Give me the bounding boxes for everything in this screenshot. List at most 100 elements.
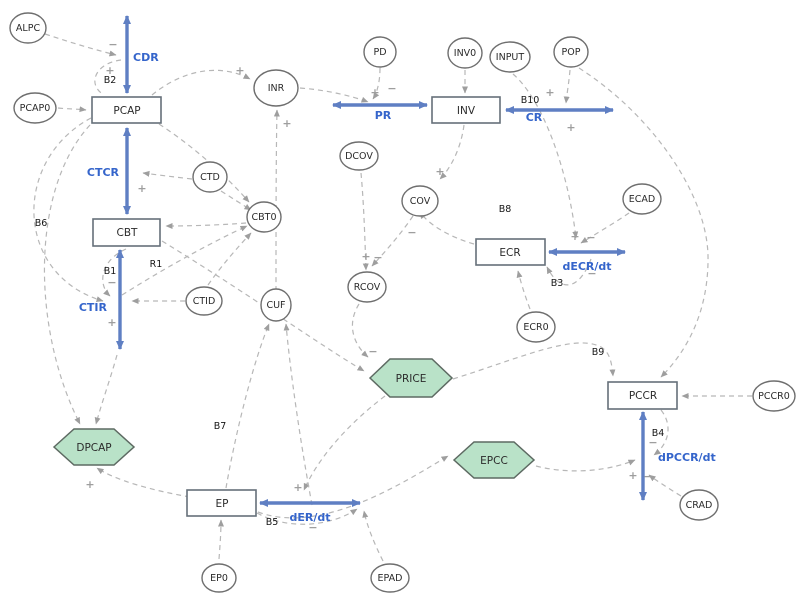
- node-alpc[interactable]: [9, 12, 47, 44]
- link-pd-pr[interactable]: [372, 67, 381, 100]
- link-ep-dpcap[interactable]: [96, 467, 191, 498]
- link-b6-loop-curve[interactable]: [33, 117, 104, 303]
- link-dcov-rcov[interactable]: [360, 172, 369, 271]
- hex-dpcap-label: DPCAP: [76, 442, 111, 454]
- sign-pd-pr: −: [387, 82, 396, 95]
- node-cov[interactable]: [401, 185, 439, 217]
- node-pccr0-label: PCCR0: [758, 391, 790, 402]
- node-pop[interactable]: [553, 36, 589, 68]
- link-pop-pccr[interactable]: [578, 67, 709, 378]
- sign-dpccr-plus: +: [628, 469, 637, 482]
- node-pccr0[interactable]: [752, 380, 796, 412]
- link-b2-loop-curve[interactable]: [94, 59, 122, 96]
- node-cuf[interactable]: [260, 288, 292, 322]
- sign-ctd-ctcr: +: [137, 182, 146, 195]
- link-cov-rcov[interactable]: [371, 215, 414, 267]
- link-ecr0-ecr[interactable]: [516, 270, 531, 310]
- link-cbt0-cbt[interactable]: [165, 222, 247, 229]
- sign-cov-rcov: −: [373, 251, 382, 264]
- node-ctid[interactable]: [185, 286, 223, 316]
- hex-epcc[interactable]: [452, 441, 536, 479]
- node-ecad[interactable]: [622, 183, 662, 215]
- link-b3-loop-curve[interactable]: [546, 258, 592, 286]
- link-inr-pr[interactable]: [299, 87, 369, 103]
- link-ep-epcc[interactable]: [257, 455, 449, 519]
- link-ecad-decr[interactable]: [580, 212, 630, 244]
- node-input-label: INPUT: [496, 52, 525, 63]
- stock-pccr[interactable]: [607, 381, 678, 410]
- link-rcov-price[interactable]: [351, 303, 369, 358]
- link-b5-loop-curve[interactable]: [256, 508, 358, 525]
- sign-pop-cr: +: [566, 121, 575, 134]
- link-epad-der[interactable]: [362, 510, 384, 562]
- node-alpc-label: ALPC: [16, 23, 41, 34]
- flow-cr-label: CR: [526, 111, 543, 124]
- node-crad[interactable]: [679, 489, 719, 521]
- node-ctd[interactable]: [192, 161, 228, 193]
- link-price-pccr[interactable]: [452, 342, 616, 380]
- link-ecr-cov[interactable]: [419, 211, 475, 245]
- node-pd[interactable]: [363, 36, 397, 68]
- link-b4-loop-curve[interactable]: [653, 409, 669, 456]
- flow-dpccr-label: dPCCR/dt: [658, 451, 716, 464]
- link-epcc-dpccr[interactable]: [535, 459, 636, 472]
- sign-ctir-plus: +: [107, 316, 116, 329]
- stock-cbt[interactable]: [92, 218, 161, 247]
- stock-pcap[interactable]: [91, 96, 162, 124]
- node-ep0-label: EP0: [210, 573, 228, 584]
- link-ctir-cbt0[interactable]: [121, 225, 248, 296]
- stock-inv[interactable]: [431, 96, 501, 124]
- link-ep0-ep[interactable]: [217, 519, 224, 560]
- node-ecad-label: ECAD: [629, 194, 655, 205]
- link-der-cuf[interactable]: [283, 323, 313, 506]
- link-pop-cr[interactable]: [563, 69, 571, 104]
- link-price-der[interactable]: [303, 395, 386, 491]
- node-ctd-label: CTD: [200, 172, 220, 183]
- node-pcap0[interactable]: [13, 92, 57, 124]
- sign-decr-minus: −: [586, 231, 595, 244]
- sign-inv-cov: +: [435, 165, 444, 178]
- node-pcap0-label: PCAP0: [20, 103, 51, 114]
- node-epad[interactable]: [370, 563, 410, 593]
- node-cbt0-label: CBT0: [252, 212, 277, 223]
- loop-label-b8: B8: [499, 204, 512, 215]
- link-b1-loop-curve[interactable]: [102, 248, 127, 297]
- link-ctd-ctcr[interactable]: [142, 170, 193, 180]
- link-cuf-inr[interactable]: [273, 109, 280, 292]
- node-inr[interactable]: [253, 69, 299, 107]
- hex-price[interactable]: [368, 358, 454, 398]
- stock-ep[interactable]: [186, 489, 257, 517]
- sign-dpccr-minus: −: [643, 470, 652, 483]
- link-alpc-cdr[interactable]: [44, 33, 117, 57]
- stock-pccr-label: PCCR: [629, 390, 657, 402]
- stock-ecr-label: ECR: [499, 247, 520, 259]
- link-crad-dpccr[interactable]: [648, 474, 682, 497]
- loop-label-b6: B6: [35, 218, 48, 229]
- stock-pcap-label: PCAP: [113, 105, 140, 117]
- link-pcap-dpcap[interactable]: [43, 124, 91, 425]
- node-crad-label: CRAD: [686, 500, 713, 511]
- node-inv0[interactable]: [447, 37, 483, 69]
- link-ctd-cbt0[interactable]: [220, 190, 252, 211]
- node-ecr0[interactable]: [516, 311, 556, 343]
- hex-dpcap[interactable]: [52, 428, 136, 466]
- link-ctid-cbt0[interactable]: [207, 232, 252, 286]
- link-pcap-inr[interactable]: [151, 69, 251, 96]
- node-dcov[interactable]: [339, 141, 379, 171]
- node-cov-label: COV: [410, 196, 431, 207]
- node-ep0[interactable]: [201, 563, 237, 593]
- link-ctir-dpcap[interactable]: [94, 354, 118, 425]
- node-rcov[interactable]: [347, 271, 387, 303]
- sign-der-minus: −: [308, 521, 317, 534]
- link-pcap0-pcap[interactable]: [57, 106, 87, 113]
- stock-ecr[interactable]: [475, 238, 546, 266]
- node-cbt0[interactable]: [246, 201, 282, 233]
- node-pd-label: PD: [373, 47, 386, 58]
- link-ep-cuf[interactable]: [225, 323, 270, 489]
- node-inr-label: INR: [268, 83, 285, 94]
- hex-price-label: PRICE: [396, 373, 427, 385]
- node-input[interactable]: [489, 41, 531, 73]
- flow-cdr-label: CDR: [133, 51, 159, 64]
- link-inv-cov[interactable]: [439, 124, 465, 180]
- link-input-decr[interactable]: [512, 73, 579, 239]
